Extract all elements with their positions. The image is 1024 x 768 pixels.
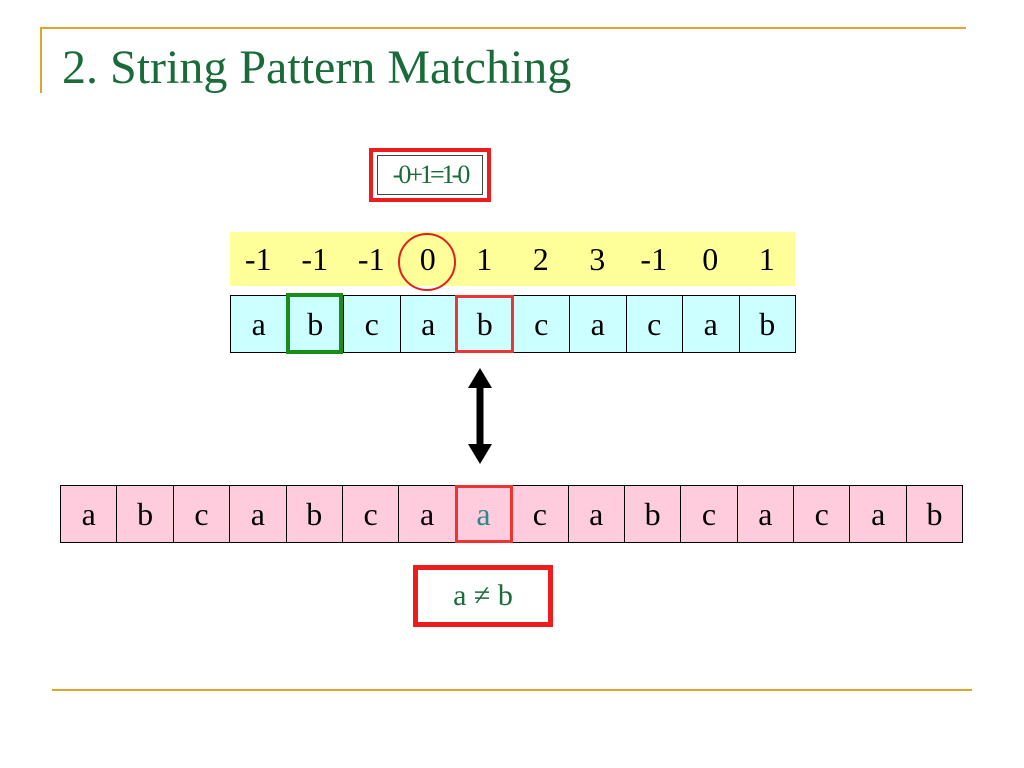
left-rule: [40, 27, 42, 93]
text-char-cell: a: [736, 485, 795, 543]
pattern-char-cell: b: [738, 295, 796, 353]
text-char-cell: c: [680, 485, 738, 543]
text-char-cell: a: [229, 485, 287, 543]
pattern-char-cell: c: [625, 295, 683, 353]
pattern-char-cell: a: [230, 295, 288, 353]
pattern-char-cell: a: [399, 295, 457, 353]
failure-value-circle: [398, 233, 456, 291]
formula-text: -0+1=1-0: [377, 155, 483, 195]
top-rule: [40, 27, 966, 29]
page-title: 2. String Pattern Matching: [62, 41, 572, 94]
failure-value-cell: -1: [640, 240, 668, 277]
double-arrow-icon: [468, 368, 492, 464]
mismatch-label: a ≠ b: [413, 565, 553, 627]
pattern-char-cell: c: [343, 295, 401, 353]
failure-value-cell: 1: [476, 240, 493, 277]
text-char-cell: a: [60, 485, 118, 543]
failure-value-cell: -1: [357, 240, 385, 277]
pattern-mismatch-highlight: [455, 295, 514, 353]
pattern-restart-highlight: [286, 293, 343, 354]
text-char-cell: c: [511, 485, 569, 543]
failure-value-cell: 1: [758, 240, 775, 277]
pattern-char-cell: a: [569, 295, 627, 353]
pattern-char-cell: a: [682, 295, 740, 353]
text-char-cell: b: [285, 485, 343, 543]
text-char-cell: c: [793, 485, 851, 543]
failure-value-cell: -1: [301, 240, 329, 277]
text-char-cell: b: [116, 485, 174, 543]
text-char-cell: a: [398, 485, 456, 543]
text-char-cell: a: [849, 485, 907, 543]
failure-value-cell: 3: [589, 240, 606, 277]
text-char-cell: a: [454, 485, 513, 543]
text-char-cell: a: [567, 485, 625, 543]
pattern-char-cell: c: [512, 295, 570, 353]
text-mismatch-highlight: [455, 485, 513, 543]
text-char-cell: b: [905, 485, 964, 543]
bottom-rule: [52, 689, 972, 691]
failure-value-cell: 2: [532, 240, 549, 277]
text-char-cell: c: [341, 485, 400, 543]
failure-value-cell: 0: [702, 240, 719, 277]
text-char-cell: b: [623, 485, 682, 543]
text-char-cell: c: [172, 485, 231, 543]
formula-box: -0+1=1-0: [369, 148, 491, 202]
failure-value-cell: -1: [244, 240, 272, 277]
